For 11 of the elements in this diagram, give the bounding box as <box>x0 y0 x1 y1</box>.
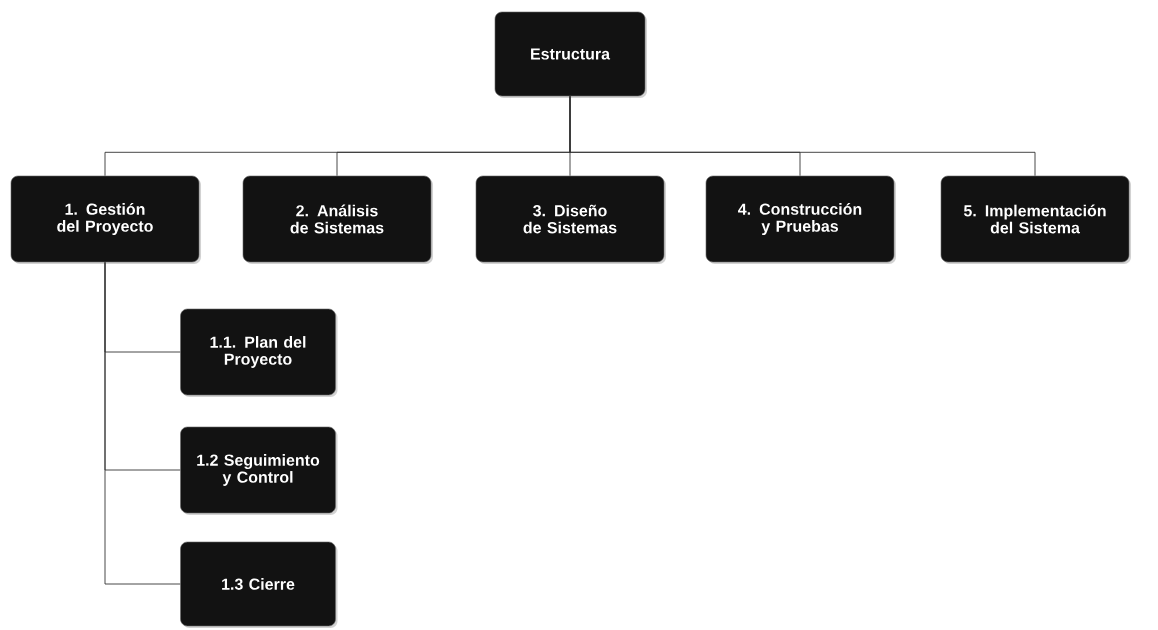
root-box: Estructura <box>494 11 647 98</box>
task-box: 1.3 Cierre <box>180 541 338 628</box>
task-box: 1. Gestión del Proyecto <box>10 175 201 264</box>
task-box: 1.2 Seguimiento y Control <box>180 426 338 515</box>
task-box: 1.1. Plan del Proyecto <box>180 308 338 397</box>
task-box: 2. Análisis de Sistemas <box>242 175 433 264</box>
task-box: 4. Construcción y Pruebas <box>705 175 896 264</box>
task-box: 5. Implementación del Sistema <box>940 175 1131 264</box>
connector-line <box>104 261 181 585</box>
connector-line <box>569 95 1036 177</box>
task-box: 3. Diseño de Sistemas <box>475 175 666 264</box>
